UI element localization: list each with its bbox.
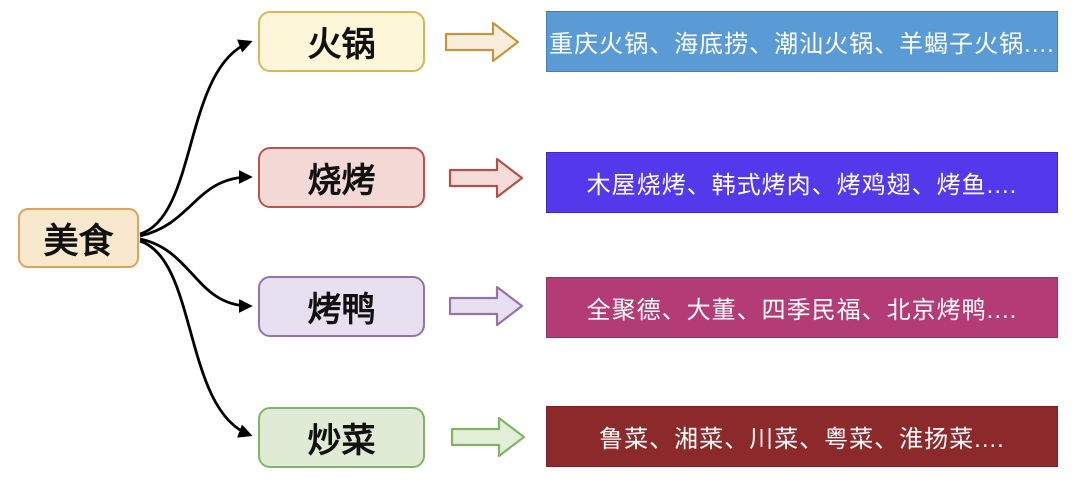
branch-node-label: 火锅 xyxy=(307,26,376,64)
block-arrow-icon xyxy=(450,416,526,458)
category-items-text: 鲁菜、湘菜、川菜、粤菜、淮扬菜.... xyxy=(599,426,1005,453)
category-items-text: 全聚德、大董、四季民福、北京烤鸭.... xyxy=(586,297,1018,324)
root-node-label: 美食 xyxy=(43,221,114,261)
branch-node-bbq: 烧烤 xyxy=(258,147,425,208)
block-arrow-icon xyxy=(448,157,524,199)
connector-curve-duck xyxy=(139,237,253,313)
connector-curve-bbq xyxy=(139,170,253,238)
branch-node-stirfry: 炒菜 xyxy=(258,407,425,468)
category-items-text: 重庆火锅、海底捞、潮汕火锅、羊蝎子火锅.... xyxy=(549,31,1055,58)
block-arrow-icon xyxy=(448,285,524,327)
category-items-box-stirfry: 鲁菜、湘菜、川菜、粤菜、淮扬菜.... xyxy=(546,406,1058,467)
connector-curve-stirfry xyxy=(139,239,253,438)
branch-node-label: 烤鸭 xyxy=(307,291,376,329)
category-items-box-duck: 全聚德、大董、四季民福、北京烤鸭.... xyxy=(546,277,1058,338)
root-node: 美食 xyxy=(18,208,139,268)
category-items-box-bbq: 木屋烧烤、韩式烤肉、烤鸡翅、烤鱼.... xyxy=(546,152,1058,213)
branch-node-label: 炒菜 xyxy=(307,422,376,460)
category-items-text: 木屋烧烤、韩式烤肉、烤鸡翅、烤鱼.... xyxy=(586,172,1018,199)
branch-node-duck: 烤鸭 xyxy=(258,276,425,337)
connector-curve-hotpot xyxy=(139,39,253,236)
block-arrow-icon xyxy=(444,21,520,63)
category-items-box-hotpot: 重庆火锅、海底捞、潮汕火锅、羊蝎子火锅.... xyxy=(546,11,1058,72)
branch-node-label: 烧烤 xyxy=(307,162,376,200)
branch-node-hotpot: 火锅 xyxy=(258,11,425,72)
